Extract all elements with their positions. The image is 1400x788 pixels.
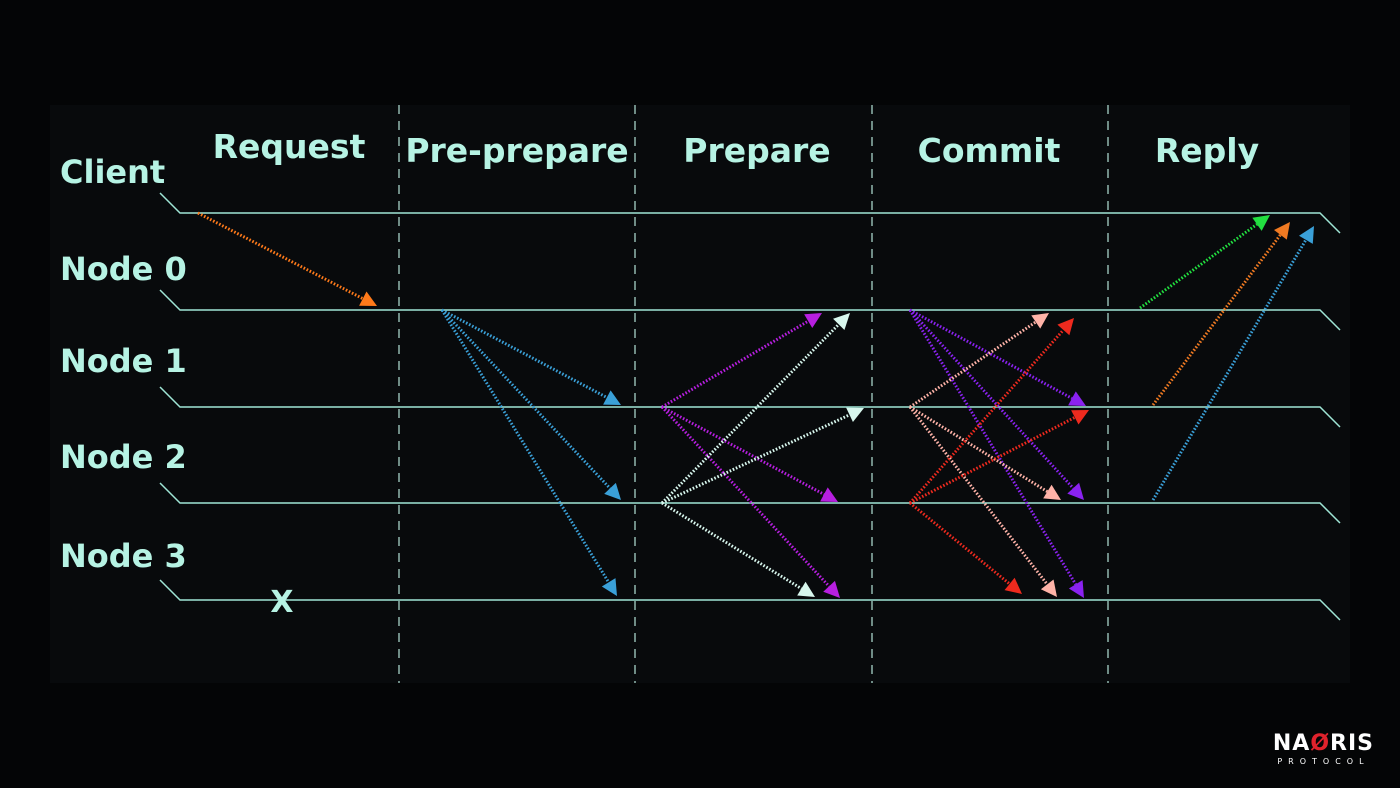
message-prepare-node-1-to-node-2-head — [820, 487, 838, 502]
message-pre-prepare-node-0-to-node-3-head — [601, 578, 617, 596]
phase-label-request: Request — [213, 127, 366, 166]
message-commit-node-2-to-node-3-head — [1004, 577, 1022, 594]
message-prepare-node-1-to-node-3-head — [823, 580, 840, 598]
message-pre-prepare-node-0-to-node-1-head — [603, 390, 621, 405]
message-prepare-node-1-to-node-2 — [661, 405, 825, 496]
timeline-node-0 — [159, 289, 1341, 331]
node-label-client: Client — [60, 153, 165, 191]
message-reply-node-2-to-client — [1151, 239, 1308, 501]
timeline-client — [159, 192, 1341, 234]
message-pre-prepare-node-0-to-node-1 — [441, 308, 608, 399]
diagram-panel — [50, 105, 1350, 683]
message-prepare-node-2-to-node-1 — [661, 413, 851, 505]
message-commit-node-2-to-node-0-head — [1057, 318, 1074, 336]
logo-word-slash: Ø — [1310, 731, 1331, 756]
naoris-protocol-logo: NAØRIS PROTOCOL — [1273, 732, 1374, 767]
message-commit-node-0-to-node-3 — [908, 309, 1078, 586]
message-commit-node-0-to-node-1 — [909, 308, 1073, 400]
message-commit-node-2-to-node-0 — [908, 328, 1065, 504]
logo-wordmark: NAØRIS — [1273, 732, 1374, 756]
message-request-client-to-node-0-head — [359, 291, 377, 306]
message-commit-node-0-to-node-3-head — [1068, 580, 1084, 598]
logo-subtitle: PROTOCOL — [1277, 757, 1370, 766]
node-label-node-3: Node 3 — [60, 537, 187, 575]
message-commit-node-1-to-node-3-head — [1040, 579, 1057, 597]
message-reply-node-0-to-client-head — [1252, 215, 1270, 231]
message-prepare-node-2-to-node-1-head — [846, 407, 864, 423]
message-pre-prepare-node-0-to-node-2-head — [604, 482, 621, 500]
phase-label-prepare: Prepare — [683, 131, 830, 170]
logo-word-right: RIS — [1330, 731, 1374, 756]
message-pre-prepare-node-0-to-node-3 — [440, 309, 610, 584]
message-prepare-node-1-to-node-3 — [660, 405, 831, 588]
message-commit-node-1-to-node-2-head — [1043, 484, 1061, 500]
message-reply-node-1-to-client-head — [1274, 222, 1290, 240]
message-prepare-node-2-to-node-3-head — [797, 581, 815, 597]
message-commit-node-0-to-node-1-head — [1068, 391, 1086, 406]
message-commit-node-1-to-node-3 — [908, 406, 1049, 586]
logo-word-left: NA — [1272, 731, 1311, 756]
message-commit-node-1-to-node-0 — [909, 320, 1037, 409]
message-prepare-node-1-to-node-0 — [661, 319, 809, 409]
message-prepare-node-2-to-node-0 — [660, 323, 840, 505]
message-commit-node-2-to-node-1-head — [1071, 410, 1089, 425]
message-commit-node-2-to-node-3 — [909, 501, 1011, 586]
node-label-node-1: Node 1 — [60, 342, 187, 380]
timeline-node-1 — [159, 386, 1341, 428]
message-reply-node-2-to-client-head — [1298, 226, 1314, 244]
phase-label-pre-prepare: Pre-prepare — [405, 131, 628, 170]
message-prepare-node-2-to-node-0-head — [833, 313, 850, 331]
phase-label-reply: Reply — [1155, 131, 1259, 170]
message-prepare-node-2-to-node-3 — [661, 501, 803, 590]
message-commit-node-2-to-node-1 — [909, 416, 1076, 505]
message-pre-prepare-node-0-to-node-2 — [440, 308, 612, 490]
message-commit-node-1-to-node-0-head — [1031, 313, 1049, 329]
message-prepare-node-1-to-node-0-head — [804, 313, 822, 329]
phase-label-commit: Commit — [918, 131, 1061, 170]
node-label-node-0: Node 0 — [60, 250, 187, 288]
message-request-client-to-node-0 — [197, 211, 364, 300]
message-reply-node-0-to-client — [1139, 223, 1258, 310]
failure-mark: X — [270, 585, 293, 620]
message-commit-node-0-to-node-2 — [908, 308, 1075, 490]
message-reply-node-1-to-client — [1151, 233, 1282, 406]
node-label-node-2: Node 2 — [60, 438, 187, 476]
timeline-node-3 — [159, 579, 1341, 621]
message-commit-node-0-to-node-2-head — [1067, 482, 1084, 500]
